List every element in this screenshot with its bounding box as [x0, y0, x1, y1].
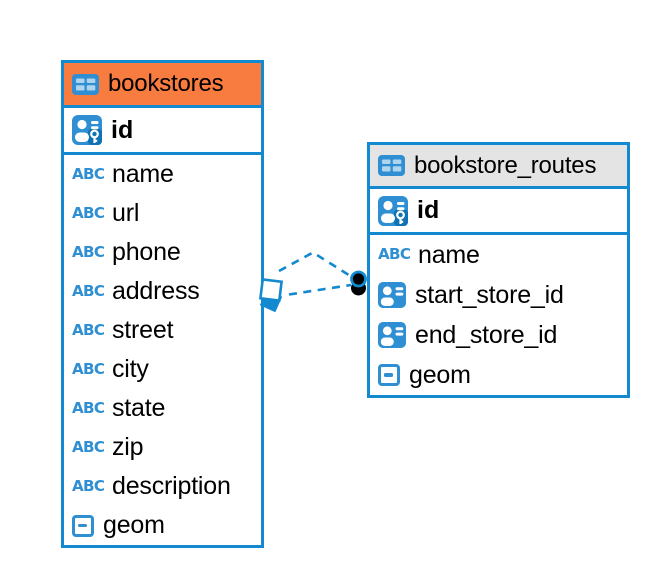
field-label: end_store_id — [415, 320, 558, 349]
primary-key-row[interactable]: id — [370, 189, 627, 235]
field-row-start-store-id[interactable]: start_store_id — [370, 275, 627, 315]
table-title: bookstores — [108, 70, 224, 97]
text-type-icon: ABC — [378, 245, 411, 264]
text-type-icon: ABC — [72, 204, 105, 222]
primary-key-row[interactable]: id — [64, 108, 261, 155]
field-label: street — [112, 316, 174, 344]
field-label: description — [112, 472, 231, 500]
field-label: city — [112, 355, 149, 383]
field-label: start_store_id — [415, 280, 564, 309]
text-type-icon: ABC — [72, 399, 105, 417]
field-row-phone[interactable]: ABC phone — [64, 233, 261, 272]
reference-id-icon — [378, 282, 406, 308]
field-row-name[interactable]: ABC name — [370, 235, 627, 275]
table-header-bookstores[interactable]: bookstores — [64, 63, 261, 108]
field-label: name — [418, 240, 480, 269]
field-row-end-store-id[interactable]: end_store_id — [370, 315, 627, 355]
table-icon — [378, 155, 405, 176]
key-glyph — [90, 129, 99, 143]
field-label: url — [112, 199, 140, 227]
field-row-city[interactable]: ABC city — [64, 350, 261, 389]
text-type-icon: ABC — [72, 477, 105, 495]
field-row-address[interactable]: ABC address — [64, 272, 261, 311]
table-bookstore-routes[interactable]: bookstore_routes id ABC name — [367, 142, 630, 398]
field-label: geom — [409, 360, 471, 389]
reference-id-icon — [378, 322, 406, 348]
table-header-bookstore-routes[interactable]: bookstore_routes — [370, 145, 627, 189]
primary-key-label: id — [111, 115, 134, 144]
text-type-icon: ABC — [72, 165, 105, 183]
field-row-description[interactable]: ABC description — [64, 467, 261, 506]
field-label: geom — [103, 511, 165, 539]
field-label: state — [112, 394, 166, 422]
field-row-state[interactable]: ABC state — [64, 389, 261, 428]
text-type-icon: ABC — [72, 438, 105, 456]
field-label: phone — [112, 238, 181, 266]
field-list: ABC name start_store_id — [370, 235, 627, 395]
key-glyph — [396, 210, 405, 224]
geometry-type-icon — [378, 364, 400, 386]
field-row-zip[interactable]: ABC zip — [64, 428, 261, 467]
field-label: name — [112, 160, 174, 188]
field-row-geom[interactable]: geom — [370, 355, 627, 395]
table-icon — [72, 73, 99, 95]
field-row-geom[interactable]: geom — [64, 506, 261, 545]
geometry-type-icon — [72, 514, 94, 537]
text-type-icon: ABC — [72, 243, 105, 261]
relationship-link-lower[interactable] — [288, 283, 352, 296]
field-label: address — [112, 277, 200, 305]
field-list: ABC name ABC url ABC phone ABC address A… — [64, 155, 261, 545]
field-label: zip — [112, 433, 144, 461]
field-row-url[interactable]: ABC url — [64, 194, 261, 233]
field-row-name[interactable]: ABC name — [64, 155, 261, 194]
table-title: bookstore_routes — [414, 151, 597, 179]
text-type-icon: ABC — [72, 282, 105, 300]
primary-key-label: id — [417, 196, 440, 224]
primary-key-icon — [378, 195, 408, 226]
field-row-street[interactable]: ABC street — [64, 311, 261, 350]
one-end-marker[interactable] — [350, 270, 367, 296]
text-type-icon: ABC — [72, 360, 105, 378]
text-type-icon: ABC — [72, 321, 105, 339]
relationship-link-upper[interactable] — [278, 250, 353, 279]
primary-key-icon — [72, 115, 102, 145]
table-bookstores[interactable]: bookstores id ABC name — [61, 60, 264, 548]
